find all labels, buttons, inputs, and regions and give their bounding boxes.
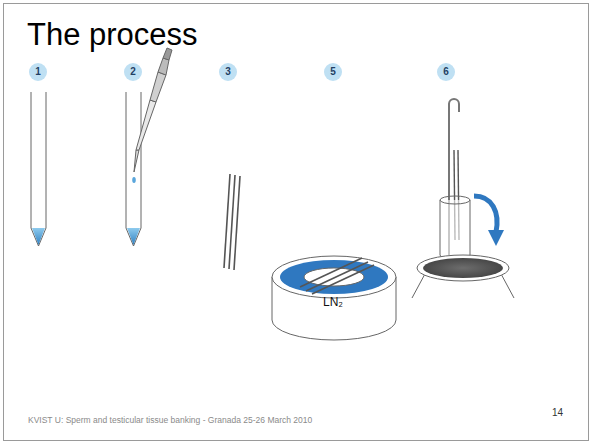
step-circle: 6 <box>437 63 455 81</box>
step-number: 5 <box>330 67 336 77</box>
step-number: 1 <box>35 67 41 77</box>
slide-title: The process <box>27 17 198 53</box>
step-number: 2 <box>130 67 136 77</box>
straws <box>224 174 240 270</box>
footer-text: KVIST U: Sperm and testicular tissue ban… <box>28 415 312 425</box>
step-circle: 1 <box>29 63 47 81</box>
step-circle: 5 <box>324 63 342 81</box>
ln2-label: LN₂ <box>323 295 343 309</box>
cane-and-dish <box>412 99 514 298</box>
step-number: 3 <box>225 67 231 77</box>
tube <box>31 92 46 246</box>
step-circle: 2 <box>124 63 142 81</box>
step-circle: 3 <box>219 63 237 81</box>
page-number: 14 <box>552 407 563 418</box>
ln2-dewar <box>272 256 396 340</box>
step-number: 6 <box>443 67 449 77</box>
slide-frame <box>4 4 589 441</box>
